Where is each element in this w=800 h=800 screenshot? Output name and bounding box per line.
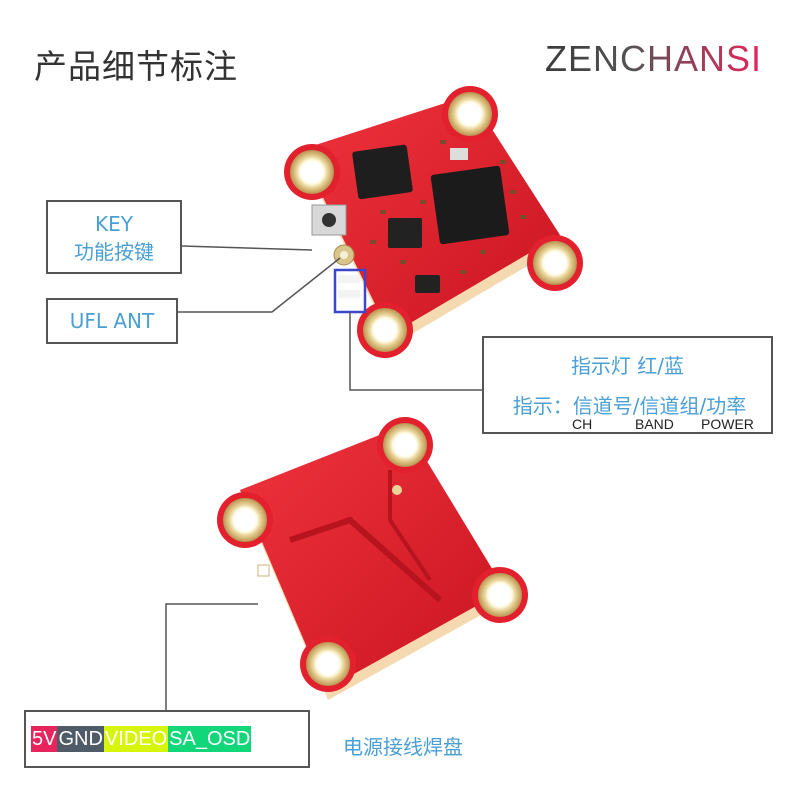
crystal (450, 148, 468, 160)
mounting-hole (217, 492, 273, 548)
pad-legend-item: 5V (31, 726, 58, 752)
via (392, 485, 402, 495)
indicator-callout: 指示灯 红/蓝 指示：信道号/信道组/功率 CH BAND POWER (482, 336, 773, 434)
pad-legend-item: SA_OSD (168, 726, 252, 752)
leader-line-indicator (349, 312, 482, 391)
pad-legend-item: VIDEO (103, 726, 169, 752)
indicator-sub-band: BAND (635, 416, 674, 432)
indicator-description: 指示：信道号/信道组/功率 (512, 394, 747, 418)
led-blue (338, 290, 360, 298)
brand-logo: ZENCHANSI (545, 38, 762, 80)
mounting-hole (442, 86, 498, 142)
power-pads (257, 564, 281, 627)
vtx-board-bottom (217, 417, 528, 700)
indicator-title: 指示灯 红/蓝 (570, 354, 685, 378)
indicator-sub-ch: CH (572, 416, 593, 432)
leader-line-pads (165, 603, 258, 710)
main-chip (430, 165, 510, 245)
antenna-callout: UFL ANT (46, 298, 178, 344)
leader-line-ufl (178, 257, 341, 313)
key-callout-subtitle: 功能按键 (74, 240, 154, 264)
leader-line-key (181, 245, 313, 251)
key-callout-title: KEY (95, 212, 133, 236)
mounting-hole (284, 144, 340, 200)
pcb-trace (289, 516, 442, 603)
mounting-hole (377, 417, 433, 473)
mounting-hole (357, 302, 413, 358)
chip (352, 144, 413, 200)
vtx-board-top (284, 86, 583, 358)
mounting-hole (527, 235, 583, 291)
pad-legend-item: GND (57, 726, 104, 752)
page-title: 产品细节标注 (34, 47, 238, 86)
mounting-hole (300, 636, 356, 692)
mounting-hole (472, 567, 528, 623)
chip (415, 275, 440, 293)
key-callout: KEY 功能按键 (46, 200, 182, 274)
chip (388, 218, 422, 248)
smd-parts (370, 140, 526, 274)
antenna-callout-label: UFL ANT (69, 309, 155, 333)
pads-callout-label: 电源接线焊盘 (343, 735, 463, 759)
pcb-trace (388, 470, 432, 582)
indicator-sub-power: POWER (701, 416, 754, 432)
brand-text: ZENCHANSI (545, 38, 763, 79)
key-button-cap (322, 213, 336, 227)
led-red (338, 275, 360, 283)
